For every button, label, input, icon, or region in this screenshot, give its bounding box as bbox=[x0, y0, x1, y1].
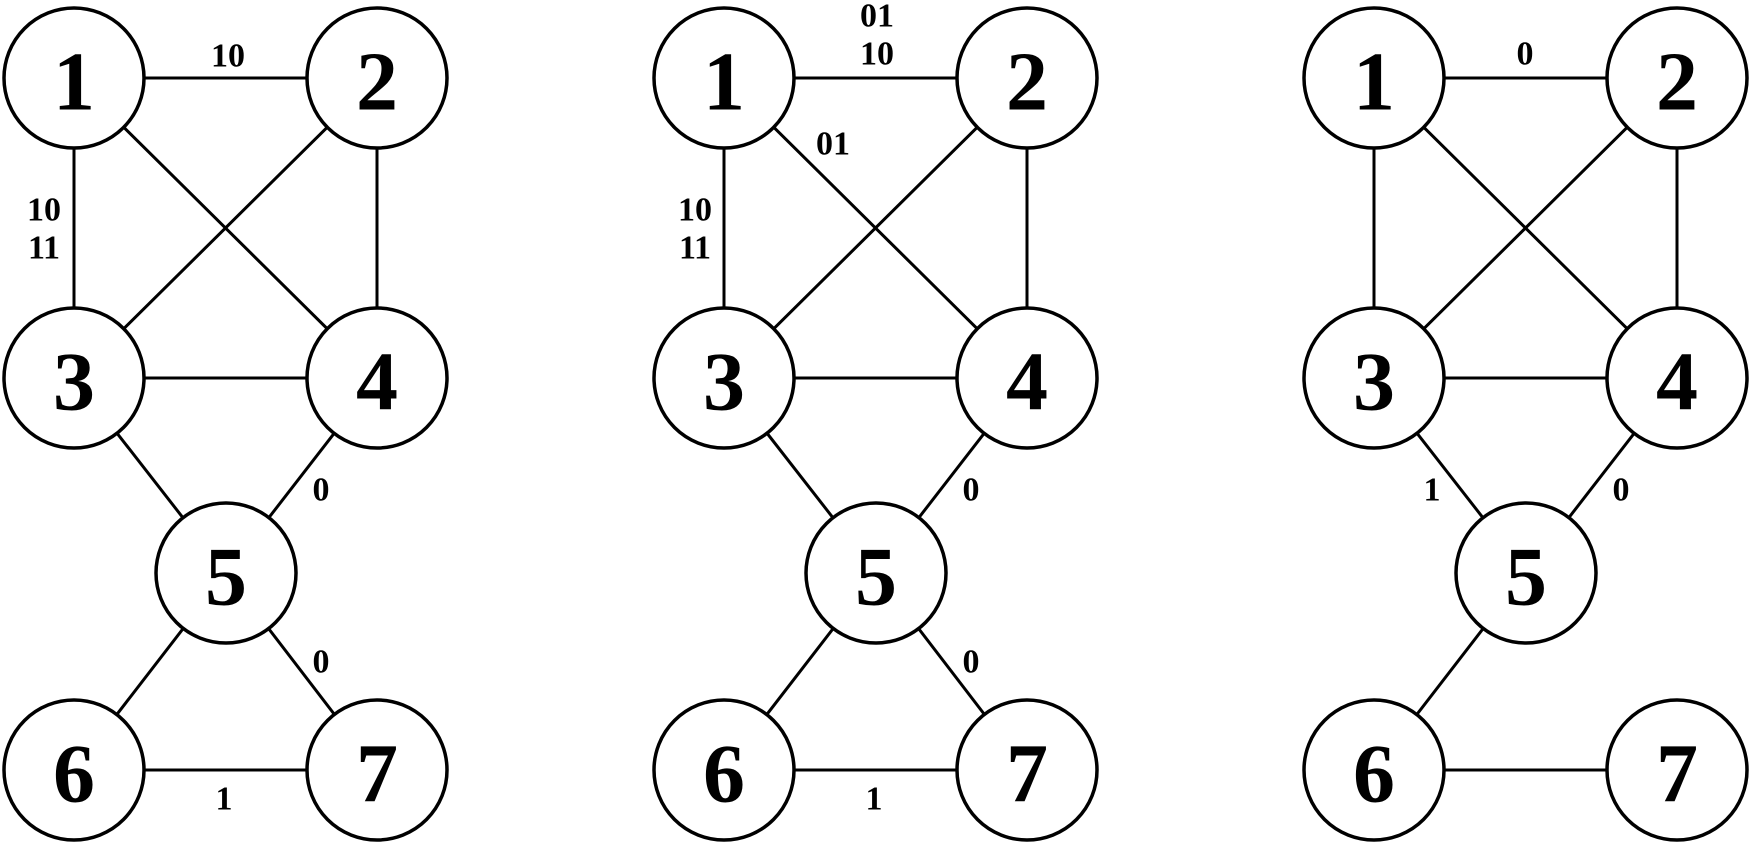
node-circle bbox=[305, 306, 449, 450]
node-label: 5 bbox=[205, 531, 247, 624]
node-3: 3 bbox=[2, 306, 146, 450]
node-1: 1 bbox=[2, 6, 146, 150]
edge-label-1-3: 10 bbox=[27, 192, 61, 229]
node-7: 7 bbox=[1605, 698, 1749, 842]
node-2: 2 bbox=[305, 6, 449, 150]
edge-label-3-5: 1 bbox=[1424, 472, 1441, 509]
edge-label-1-2: 10 bbox=[211, 38, 245, 75]
node-circle bbox=[955, 306, 1099, 450]
node-3: 3 bbox=[652, 306, 796, 450]
edge-label-1-3: 10 bbox=[678, 192, 712, 229]
node-2: 2 bbox=[1605, 6, 1749, 150]
node-label: 2 bbox=[1006, 36, 1048, 129]
node-label: 4 bbox=[1006, 336, 1048, 429]
node-label: 1 bbox=[1353, 36, 1395, 129]
node-circle bbox=[652, 698, 796, 842]
edge-label-1-4: 01 bbox=[816, 126, 850, 163]
node-label: 4 bbox=[1656, 336, 1698, 429]
node-circle bbox=[1605, 306, 1749, 450]
edge-label-1-3: 11 bbox=[28, 230, 60, 267]
node-circle bbox=[955, 698, 1099, 842]
node-circle bbox=[1302, 698, 1446, 842]
node-circle bbox=[2, 698, 146, 842]
node-label: 1 bbox=[703, 36, 745, 129]
node-circle bbox=[154, 501, 298, 645]
node-label: 2 bbox=[356, 36, 398, 129]
edge-label-1-3: 11 bbox=[679, 230, 711, 267]
node-circle bbox=[804, 501, 948, 645]
node-6: 6 bbox=[1302, 698, 1446, 842]
node-circle bbox=[1302, 6, 1446, 150]
node-6: 6 bbox=[652, 698, 796, 842]
edge-label-1-2: 01 bbox=[860, 0, 894, 35]
node-circle bbox=[305, 698, 449, 842]
node-3: 3 bbox=[1302, 306, 1446, 450]
edge-label-5-7: 0 bbox=[313, 644, 330, 681]
node-label: 7 bbox=[1006, 728, 1048, 821]
node-label: 3 bbox=[703, 336, 745, 429]
edge-label-1-2: 10 bbox=[860, 36, 894, 73]
node-label: 2 bbox=[1656, 36, 1698, 129]
node-label: 6 bbox=[703, 728, 745, 821]
node-label: 4 bbox=[356, 336, 398, 429]
node-2: 2 bbox=[955, 6, 1099, 150]
node-label: 5 bbox=[1505, 531, 1547, 624]
node-circle bbox=[305, 6, 449, 150]
node-circle bbox=[652, 306, 796, 450]
node-circle bbox=[1605, 6, 1749, 150]
node-5: 5 bbox=[154, 501, 298, 645]
edge-label-6-7: 1 bbox=[216, 781, 233, 818]
node-1: 1 bbox=[1302, 6, 1446, 150]
node-circle bbox=[1302, 306, 1446, 450]
edge-label-5-7: 0 bbox=[963, 644, 980, 681]
node-circle bbox=[2, 6, 146, 150]
node-circle bbox=[1605, 698, 1749, 842]
node-circle bbox=[955, 6, 1099, 150]
edge-label-4-5: 0 bbox=[313, 472, 330, 509]
node-label: 3 bbox=[53, 336, 95, 429]
node-1: 1 bbox=[652, 6, 796, 150]
node-5: 5 bbox=[1454, 501, 1598, 645]
node-7: 7 bbox=[305, 698, 449, 842]
node-4: 4 bbox=[955, 306, 1099, 450]
node-7: 7 bbox=[955, 698, 1099, 842]
node-label: 6 bbox=[53, 728, 95, 821]
node-circle bbox=[2, 306, 146, 450]
edge-label-6-7: 1 bbox=[866, 781, 883, 818]
node-5: 5 bbox=[804, 501, 948, 645]
edge-label-1-2: 0 bbox=[1517, 36, 1534, 73]
edge-label-4-5: 0 bbox=[963, 472, 980, 509]
node-4: 4 bbox=[305, 306, 449, 450]
edge-label-4-5: 0 bbox=[1613, 472, 1630, 509]
node-label: 3 bbox=[1353, 336, 1395, 429]
graph-3: 1 2 3 4 5 6 7 0 1 0 bbox=[1302, 6, 1749, 842]
node-circle bbox=[1454, 501, 1598, 645]
node-6: 6 bbox=[2, 698, 146, 842]
node-label: 1 bbox=[53, 36, 95, 129]
node-label: 5 bbox=[855, 531, 897, 624]
node-label: 7 bbox=[356, 728, 398, 821]
node-4: 4 bbox=[1605, 306, 1749, 450]
node-label: 6 bbox=[1353, 728, 1395, 821]
node-label: 7 bbox=[1656, 728, 1698, 821]
node-circle bbox=[652, 6, 796, 150]
